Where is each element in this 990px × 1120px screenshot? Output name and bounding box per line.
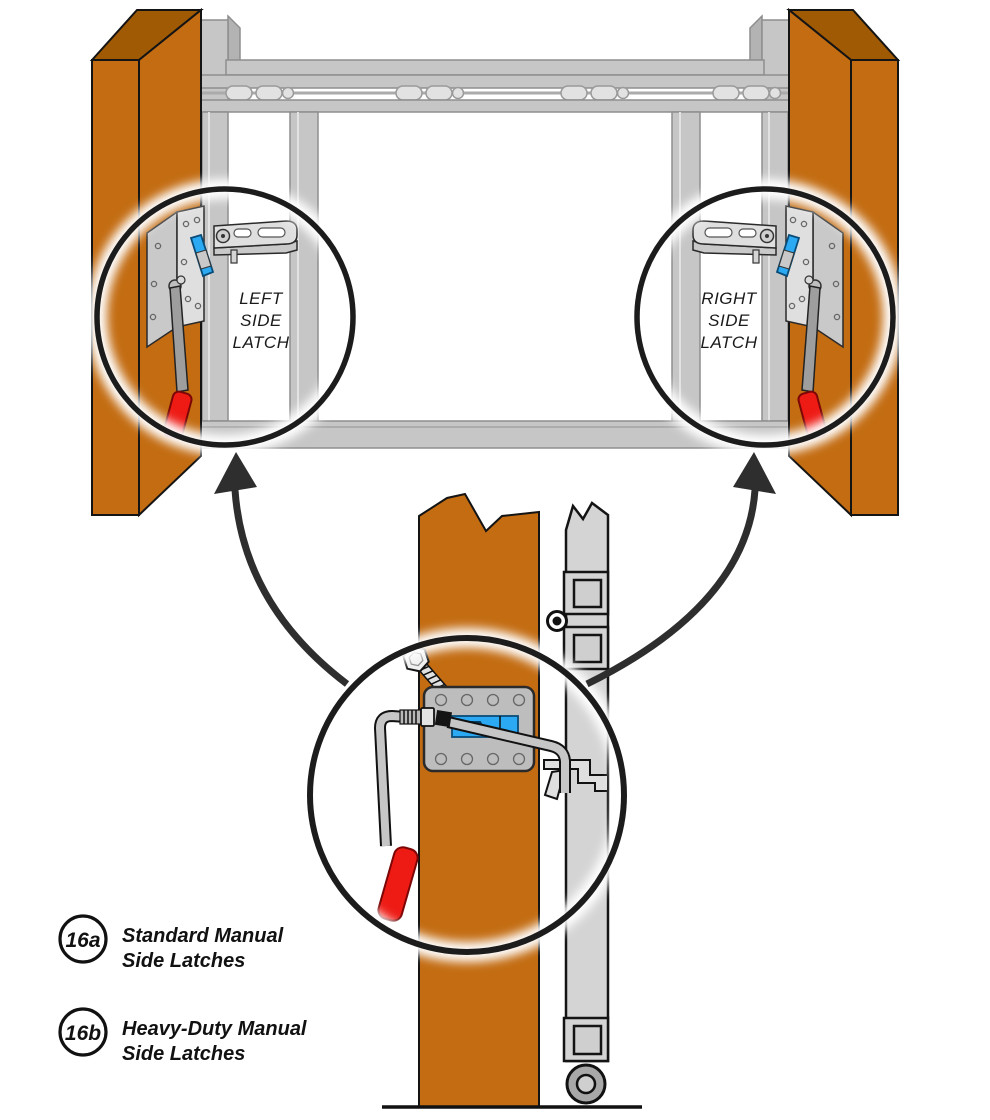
keeper-pin xyxy=(230,249,238,264)
frame-corner-left xyxy=(200,14,241,113)
hinge-knuckles xyxy=(225,85,782,101)
right-pointer-arrow xyxy=(585,452,776,688)
left-callout-line1: LEFT xyxy=(239,289,284,308)
badge-16b xyxy=(58,1007,108,1057)
detail-door-track xyxy=(546,501,610,1105)
legend-item-16a: 16a Standard Manual Side Latches xyxy=(58,914,284,972)
left-callout-line2: SIDE xyxy=(240,311,282,330)
handle-bushing xyxy=(434,709,452,728)
badge-16a xyxy=(58,914,108,964)
left-callout-line3: LATCH xyxy=(233,333,290,352)
frame-stiles xyxy=(201,111,789,422)
detail-latch xyxy=(374,645,609,922)
legend: 16a Standard Manual Side Latches 16b Hea… xyxy=(58,914,307,1065)
legend-16a-line1: Standard Manual xyxy=(122,925,284,947)
legend-16a-line2: Side Latches xyxy=(122,950,245,972)
frame-upper-rail xyxy=(200,74,790,89)
track-bolt xyxy=(546,610,568,632)
left-latch-assembly xyxy=(146,205,298,440)
badge-16b-label: 16b xyxy=(65,1022,101,1045)
track-roller xyxy=(565,1063,607,1105)
handle-grip xyxy=(377,846,419,922)
frame-lower-rail xyxy=(200,99,790,113)
right-callout-circle: RIGHT SIDE LATCH xyxy=(627,179,903,455)
left-pointer-arrow xyxy=(214,452,350,687)
legend-item-16b: 16b Heavy-Duty Manual Side Latches xyxy=(58,1007,307,1065)
frame-top-rail xyxy=(225,59,765,76)
legend-16b-line1: Heavy-Duty Manual xyxy=(122,1018,307,1040)
latch-keeper-strap xyxy=(213,220,298,264)
handle-nut xyxy=(420,707,435,727)
latch-handle-rod xyxy=(169,285,189,393)
latch-slide xyxy=(195,249,212,270)
legend-16b-line2: Side Latches xyxy=(122,1043,245,1065)
badge-16a-label: 16a xyxy=(65,929,100,952)
right-callout-line3: LATCH xyxy=(701,333,758,352)
handle-thread xyxy=(399,709,422,725)
detail-wood-post xyxy=(418,492,540,1108)
latch-handle xyxy=(374,707,571,922)
right-callout-line1: RIGHT xyxy=(701,289,758,308)
right-callout-line2: SIDE xyxy=(708,311,750,330)
detail-callout-circle xyxy=(300,628,634,962)
left-callout-circle: LEFT SIDE LATCH xyxy=(87,179,363,455)
